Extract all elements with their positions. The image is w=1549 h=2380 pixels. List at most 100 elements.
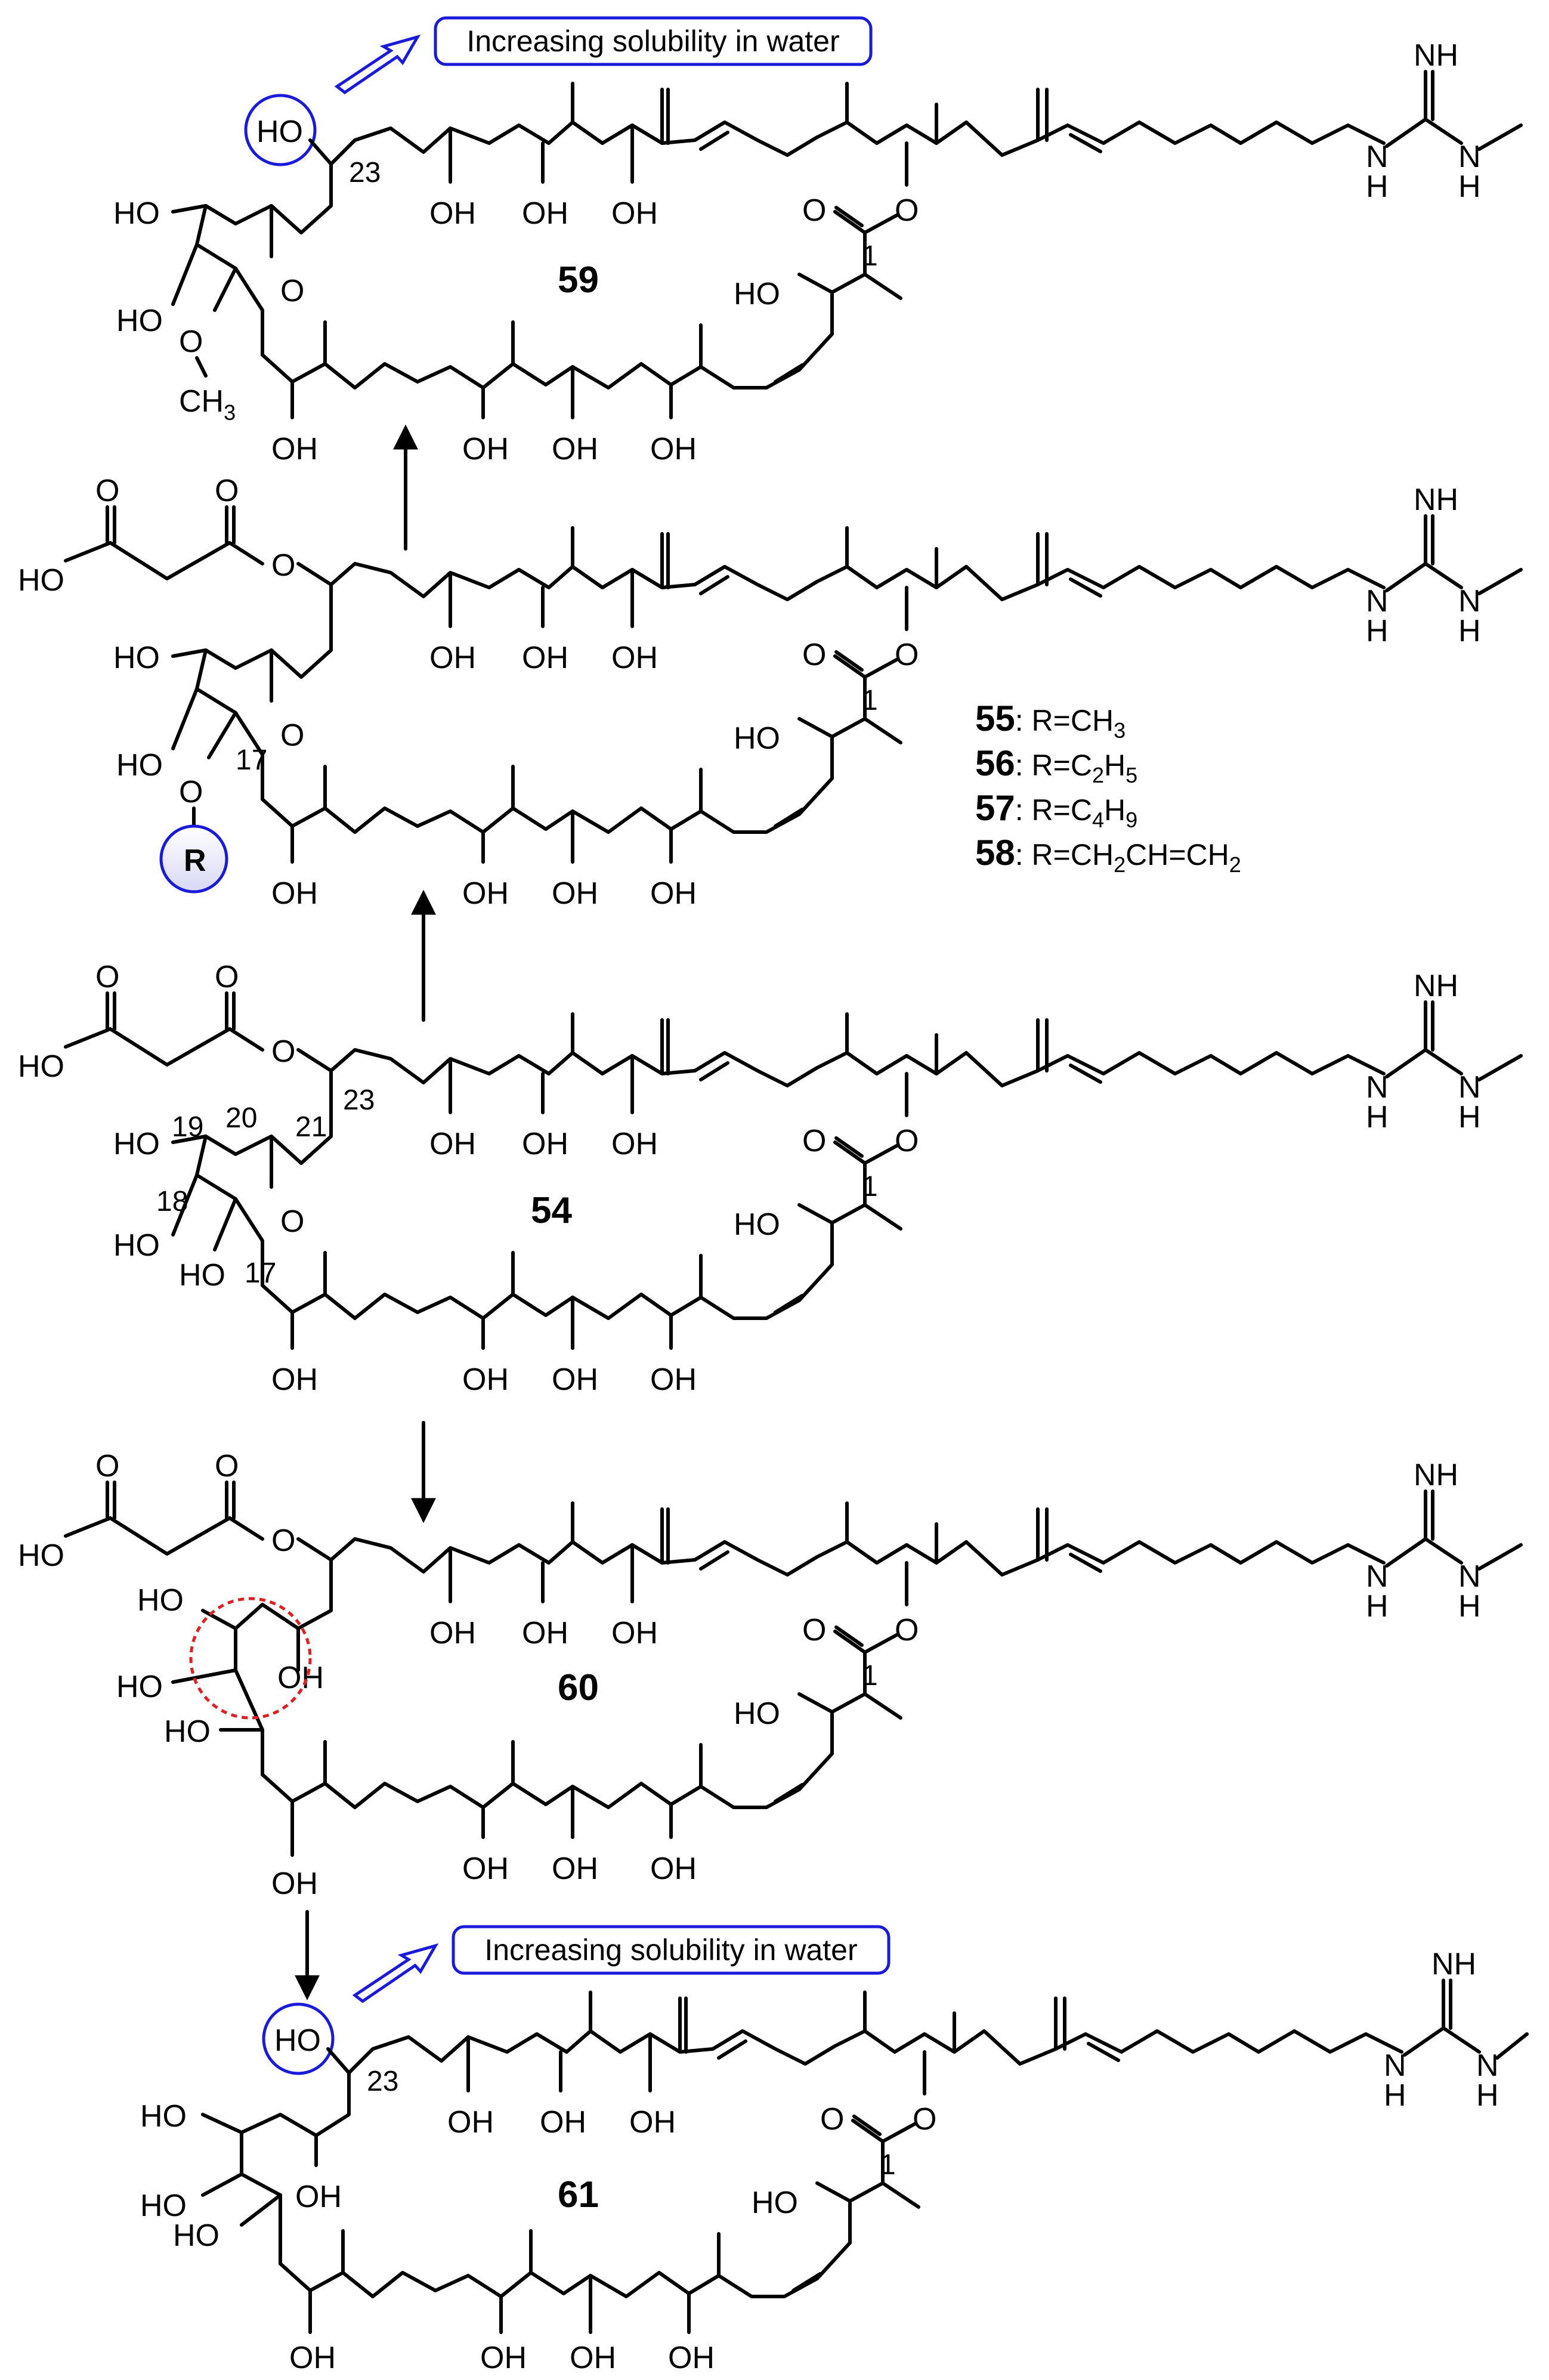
oh-label: OH (480, 2341, 527, 2375)
oh-label: OH (429, 641, 476, 675)
ho-label: HO (274, 2023, 321, 2058)
ho-label: HO (164, 1714, 211, 1749)
ho-label: HO (173, 2218, 219, 2253)
structure-59: Increasing solubility in water HO 23 OH … (113, 16, 1523, 466)
o-label: O (802, 638, 826, 672)
compound-60: 60 (558, 1667, 599, 1708)
callout-text-bottom: Increasing solubility in water (484, 1933, 857, 1967)
n-label: N (1384, 2048, 1406, 2083)
o-label: O (280, 274, 304, 308)
oh-label: OH (447, 2105, 494, 2140)
o-label: O (802, 1613, 826, 1648)
oh-label: OH (552, 1852, 598, 1886)
ho-label: HO (734, 277, 780, 311)
n-label: N (1458, 584, 1481, 619)
o-label: O (895, 1613, 919, 1648)
o-label: O (802, 193, 826, 228)
o-label: O (913, 2102, 936, 2137)
nh-label: NH (1431, 1947, 1476, 1982)
h-label: H (1458, 614, 1481, 648)
nh-label: NH (1414, 969, 1458, 1003)
locant-21: 21 (295, 1111, 327, 1143)
oh-label: OH (611, 641, 658, 675)
o-label: O (215, 1449, 239, 1483)
oh-label: OH (522, 1127, 568, 1161)
n-label: N (1458, 1559, 1481, 1594)
ho-label: HO (140, 2189, 187, 2223)
oh-label: OH (650, 876, 697, 911)
oh-label: OH (552, 876, 598, 911)
o-label: O (179, 324, 203, 359)
oh-label: OH (611, 196, 658, 231)
solubility-callout-top: Increasing solubility in water (334, 16, 873, 95)
o-label: O (820, 2102, 844, 2137)
r-group-58: 58: R=CH2CH=CH2 (975, 833, 1241, 877)
ho-label: HO (116, 1670, 163, 1704)
h-label: H (1366, 614, 1389, 648)
ho-label: HO (137, 1583, 184, 1618)
o-label: O (895, 638, 919, 672)
oh-label: OH (289, 2341, 336, 2375)
ho-label: HO (18, 1049, 64, 1084)
oh-label: OH (522, 641, 568, 675)
h-label: H (1458, 1100, 1481, 1135)
h-label: H (1384, 2078, 1406, 2113)
o-label: O (95, 1449, 119, 1483)
oh-label: OH (462, 1362, 509, 1397)
ho-label: HO (113, 1127, 160, 1161)
ho-label: HO (116, 304, 163, 338)
ho-label: HO (179, 1258, 225, 1293)
o-label: O (215, 960, 239, 994)
r-group-legend: 55: R=CH3 56: R=C2H5 57: R=C4H9 58: R=CH… (975, 698, 1241, 877)
callout-text-top: Increasing solubility in water (466, 24, 839, 58)
o-label: O (802, 1124, 826, 1158)
compound-54: 54 (531, 1190, 572, 1231)
h-label: H (1458, 169, 1481, 204)
ho-label: HO (752, 2186, 798, 2220)
highlight-circle-59 (244, 94, 317, 166)
o-label: O (280, 1204, 304, 1239)
locant-23: 23 (349, 157, 381, 188)
ho-label: HO (113, 1228, 160, 1263)
solubility-callout-bottom: Increasing solubility in water (352, 1925, 891, 2004)
ho-label: HO (734, 721, 780, 756)
oh-label: OH (650, 1852, 697, 1886)
oh-label: OH (611, 1127, 658, 1161)
oh-label: OH (429, 196, 476, 231)
o-label: O (179, 775, 203, 809)
oh-label: OH (650, 432, 697, 466)
oh-label: OH (629, 2105, 676, 2140)
structure-54: O O HO O 23 OH OH OH NH N H N H (18, 960, 1523, 1397)
h-label: H (1366, 1100, 1389, 1135)
ho-label: HO (140, 2099, 187, 2134)
o-label: O (271, 1034, 295, 1069)
ho-label: HO (113, 641, 160, 675)
compound-59: 59 (558, 259, 599, 301)
oh-label: OH (650, 1362, 697, 1397)
locant-23: 23 (343, 1084, 375, 1116)
highlight-circle-61 (262, 2002, 335, 2075)
o-label: O (271, 1523, 295, 1558)
oh-label: OH (429, 1127, 476, 1161)
nh-label: NH (1414, 38, 1458, 73)
structure-60: O O HO O OH OH OH NH N H N H O (18, 1449, 1523, 1901)
oh-label: OH (570, 2341, 616, 2375)
locant-20: 20 (225, 1102, 257, 1134)
ho-label: HO (256, 115, 303, 149)
nh-label: NH (1414, 483, 1458, 517)
oh-label: OH (611, 1616, 658, 1650)
n-label: N (1476, 2048, 1499, 2083)
highlight-circle-60 (189, 1597, 312, 1720)
locant-23: 23 (367, 2066, 398, 2097)
o-label: O (271, 548, 295, 583)
n-label: N (1366, 584, 1389, 619)
ho-label: HO (734, 1696, 780, 1731)
locant-17: 17 (245, 1257, 276, 1289)
o-label: O (95, 474, 119, 508)
n-label: N (1366, 1070, 1389, 1105)
o-label: O (280, 718, 304, 753)
oh-label: OH (522, 196, 568, 231)
oh-label: OH (271, 1866, 318, 1901)
ho-label: HO (116, 748, 163, 783)
oh-label: OH (552, 432, 598, 466)
